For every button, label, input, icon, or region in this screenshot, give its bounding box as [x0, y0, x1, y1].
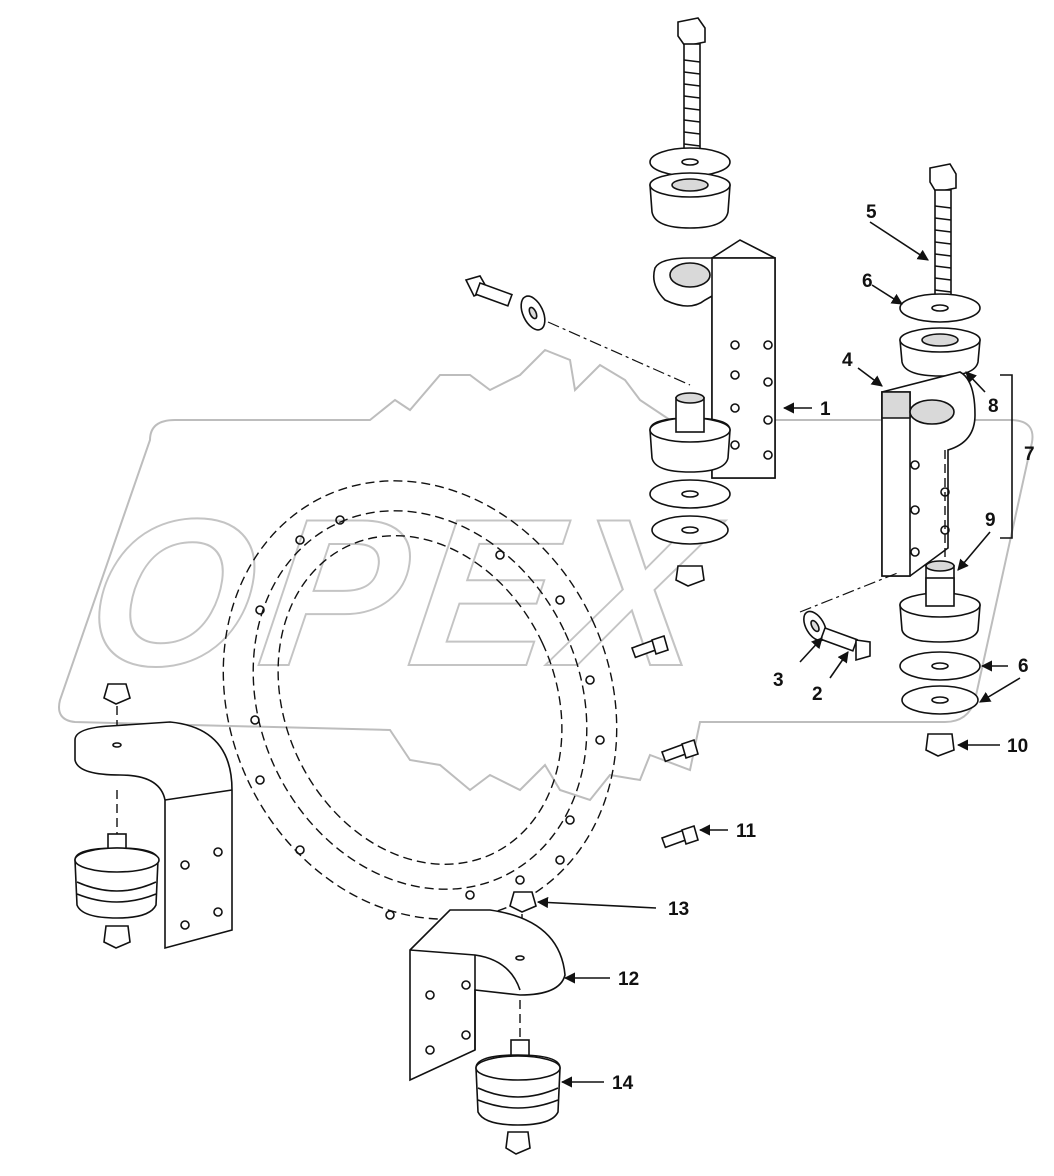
right-bolt-assembly — [899, 163, 981, 377]
callout-11: 11 — [736, 821, 757, 842]
left-bracket-assembly — [74, 683, 233, 950]
callout-14: 14 — [612, 1073, 634, 1094]
bolt-11-b — [660, 738, 699, 763]
callout-13: 13 — [668, 899, 689, 920]
callout-3: 3 — [773, 670, 784, 691]
callout-2: 2 — [812, 684, 823, 705]
callout-7: 7 — [1024, 444, 1035, 465]
callout-9: 9 — [985, 510, 996, 531]
callout-4: 4 — [842, 350, 853, 371]
centerline — [547, 321, 691, 386]
top-bolt-assembly — [649, 17, 731, 229]
washers-6-lower — [899, 651, 981, 715]
callout-12: 12 — [618, 969, 639, 990]
callout-8: 8 — [988, 396, 999, 417]
bolt-and-washer-left — [464, 275, 546, 331]
rubber-mount-14 — [475, 1039, 561, 1155]
callout-10: 10 — [1007, 736, 1028, 757]
mounting-bracket-4 — [881, 371, 976, 577]
leader-lines — [536, 221, 1021, 1088]
callout-1: 1 — [820, 399, 831, 420]
watermark-text: OPEX — [75, 475, 733, 710]
centerline — [799, 571, 901, 613]
callout-6-upper: 6 — [862, 271, 873, 292]
nut-10 — [925, 733, 955, 757]
callout-5: 5 — [866, 202, 877, 223]
bolt-11-c — [660, 824, 699, 849]
mounting-bracket-1 — [649, 239, 776, 587]
rubber-mount-9 — [899, 560, 981, 643]
callout-labels: 1 2 3 4 5 6 6 7 8 9 10 11 12 13 14 — [612, 202, 1035, 1094]
callout-6-lower: 6 — [1018, 656, 1029, 677]
bolt-11-a — [630, 634, 669, 659]
mounting-bracket-12 — [409, 891, 566, 1082]
bolt-2-washer-3 — [803, 610, 871, 662]
